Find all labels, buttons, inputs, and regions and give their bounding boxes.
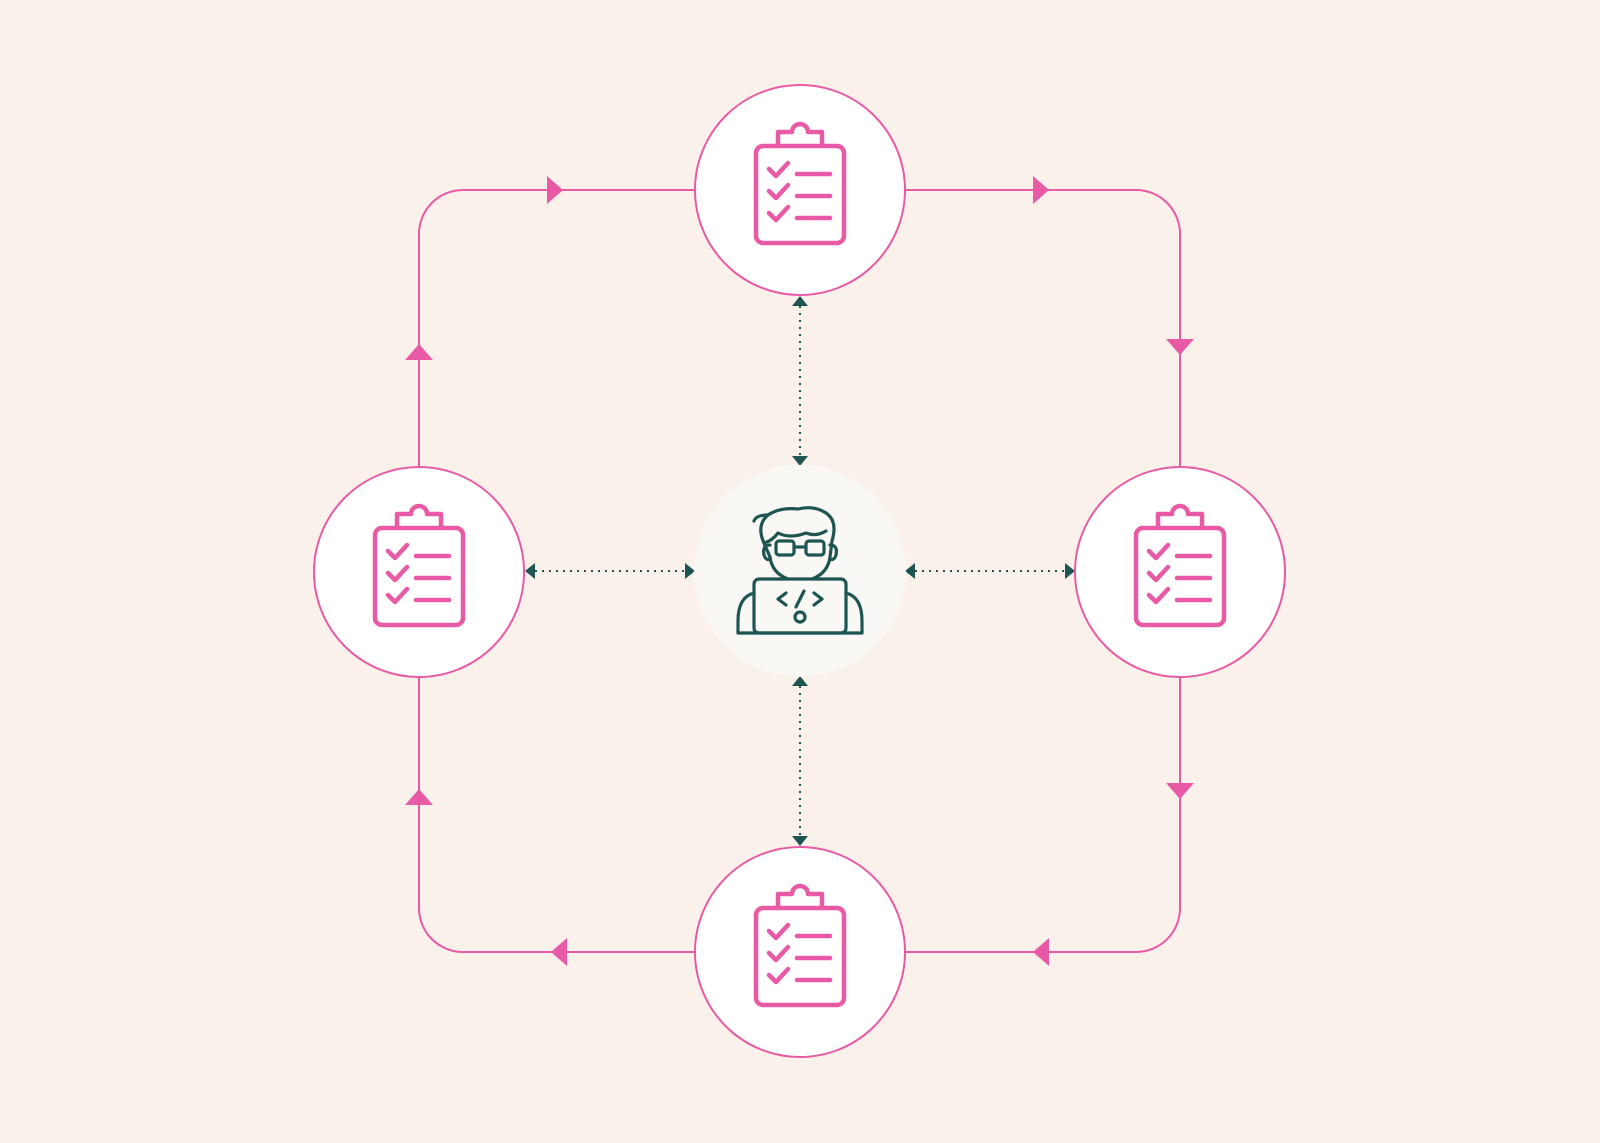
- developer-coding-icon: [736, 506, 864, 635]
- connector-top-to-right: [905, 189, 1181, 467]
- arrow-left-bottom-right: [1033, 938, 1049, 966]
- arrow-right-top-left: [547, 176, 563, 204]
- connector-right-to-bottom: [905, 677, 1181, 953]
- connector-bottom-to-left: [418, 677, 694, 953]
- node-left: [313, 466, 525, 678]
- cycle-connector-lines: [418, 189, 1181, 953]
- spoke-arrowheads: [525, 296, 1075, 846]
- arrow-down-right-lower: [1166, 783, 1194, 799]
- spoke-left-arrow-left: [525, 563, 535, 579]
- spoke-top-arrow-up: [792, 296, 808, 306]
- node-top: [694, 84, 906, 296]
- arrow-down-right-upper: [1166, 339, 1194, 355]
- arrow-right-top-right: [1033, 176, 1049, 204]
- cycle-arrowheads: [405, 176, 1194, 966]
- node-bottom: [694, 846, 906, 1058]
- spoke-right-arrow-left: [905, 563, 915, 579]
- spoke-left-arrow-right: [685, 563, 695, 579]
- arrow-up-left-upper: [405, 344, 433, 360]
- connector-left-to-top: [418, 189, 694, 467]
- arrow-up-left-lower: [405, 789, 433, 805]
- outer-nodes: [313, 84, 1286, 1058]
- spoke-bottom-arrow-down: [792, 836, 808, 846]
- spoke-top-arrow-down: [792, 456, 808, 466]
- node-center: [694, 465, 906, 677]
- node-right: [1074, 466, 1286, 678]
- spoke-right-arrow-right: [1065, 563, 1075, 579]
- arrow-left-bottom-left: [551, 938, 567, 966]
- spoke-bottom-arrow-up: [792, 676, 808, 686]
